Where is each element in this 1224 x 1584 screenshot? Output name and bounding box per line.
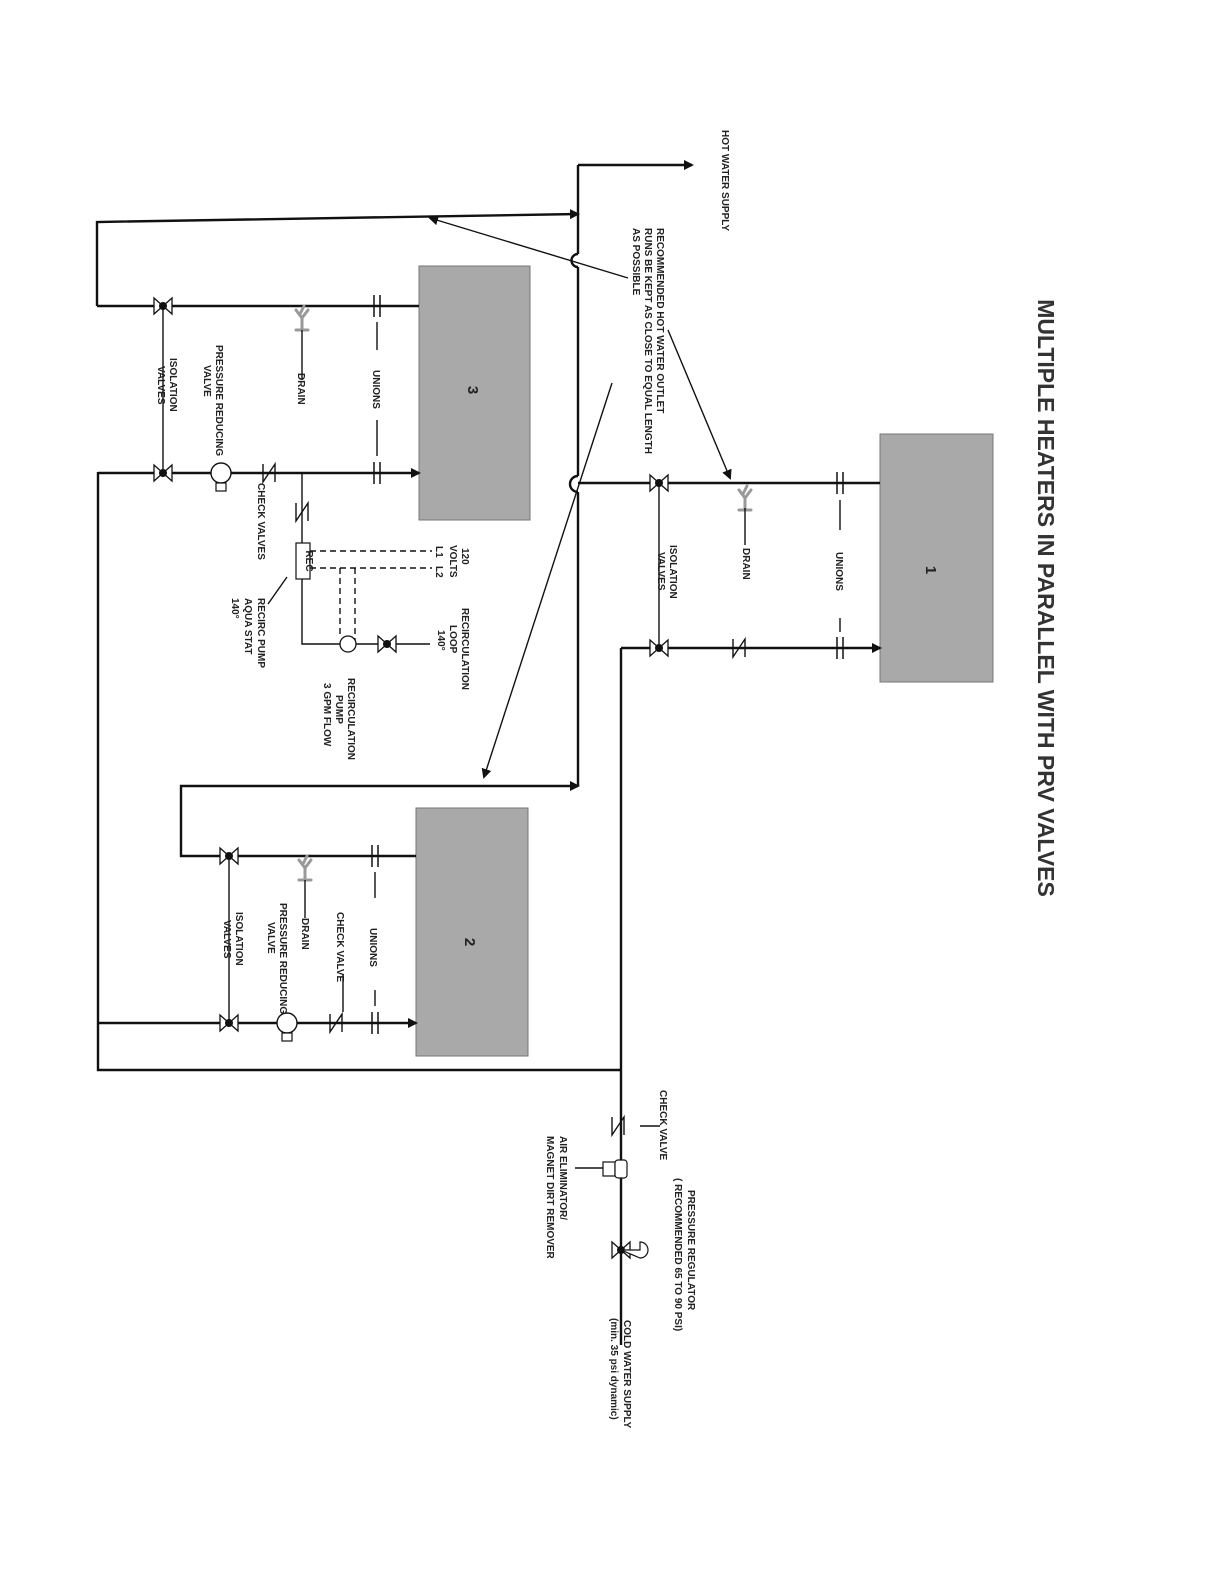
prv-h3 [210, 462, 232, 492]
label-recirc-pump-1: RECIRCULATION [345, 678, 356, 760]
svg-text:2: 2 [461, 938, 478, 946]
label-check-valves-h3: CHECK VALVES [255, 483, 266, 560]
label-recirc-loop-1: RECIRCULATION [459, 608, 470, 690]
prv-h2 [276, 1012, 298, 1042]
label-aquastat-2: AQUA STAT [242, 598, 253, 654]
label-drain-h1: DRAIN [740, 548, 751, 580]
label-isolation-h1: ISOLATION [667, 545, 678, 599]
aquastat-leader [267, 576, 288, 605]
label-valves-h3: VALVES [155, 366, 166, 405]
label-cold-water-1: COLD WATER SUPPLY [621, 1320, 632, 1429]
label-unions-h2: UNIONS [367, 928, 378, 967]
svg-text:HOT WATER SUPPLY: HOT WATER SUPPLY [719, 130, 730, 231]
label-aquastat-1: RECIRC PUMP [255, 598, 266, 668]
label-valves-h2: VALVES [221, 920, 232, 959]
svg-text:RUNS BE KEPT AS CLOSE TO EQUAL: RUNS BE KEPT AS CLOSE TO EQUAL LENGTH [642, 228, 653, 454]
label-recirc-pump-2: PUMP [333, 695, 344, 724]
label-pressure-regulator-2: ( RECOMMENDED 65 TO 90 PSI) [672, 1178, 683, 1331]
label-prv-h2-1: PRESSURE REDUCING [277, 903, 288, 1014]
recommendation-leaders [428, 215, 732, 779]
svg-text:1: 1 [922, 566, 939, 574]
hot-water-header [95, 160, 880, 858]
label-hot-water-supply: HOT WATER SUPPLY [719, 130, 730, 231]
heater-1: 1 [879, 433, 994, 683]
drain-valve-h1 [737, 484, 753, 512]
label-prv-h3-1: PRESSURE REDUCING [213, 345, 224, 456]
label-unions-h1: UNIONS [833, 552, 844, 591]
label-recirc-loop-3: 140° [435, 630, 446, 651]
svg-text:AS POSSIBLE: AS POSSIBLE [630, 228, 641, 296]
svg-text:REC: REC [303, 550, 314, 571]
label-pressure-regulator-1: PRESSURE REGULATOR [685, 1190, 696, 1311]
heater-2: 2 [415, 807, 529, 1057]
label-check-valve-h2: CHECK VALVE [334, 912, 345, 983]
label-isolation-h2: ISOLATION [233, 912, 244, 966]
recirc-pump [339, 635, 357, 653]
label-l1: L1 [433, 546, 444, 558]
label-drain-h3: DRAIN [295, 373, 306, 405]
label-volts: VOLTS [447, 545, 458, 578]
drain-valve-h2 [297, 854, 313, 882]
label-valves-h1: VALVES [655, 552, 666, 591]
label-unions-h3: UNIONS [370, 370, 381, 409]
label-cold-water-2: (min. 35 psi dynamic) [608, 1318, 619, 1420]
pressure-regulator [611, 1241, 649, 1259]
label-isolation-h3: ISOLATION [167, 358, 178, 412]
label-aquastat-3: 140° [229, 598, 240, 619]
label-prv-h3-2: VALVE [201, 365, 212, 397]
isolation-valve-recirc[interactable] [377, 635, 397, 653]
label-recirc-pump-3: 3 GPM FLOW [321, 683, 332, 747]
label-l2: L2 [433, 566, 444, 578]
label-120: 120 [459, 548, 470, 565]
svg-text:MULTIPLE HEATERS IN PARALLEL W: MULTIPLE HEATERS IN PARALLEL WITH PRV VA… [1033, 299, 1059, 897]
label-check-valve-cold: CHECK VALVE [657, 1090, 668, 1161]
label-air-eliminator-1: AIR ELIMINATOR/ [557, 1136, 568, 1220]
label-recirc-loop-2: LOOP [447, 625, 458, 654]
diagram-title: MULTIPLE HEATERS IN PARALLEL WITH PRV VA… [1033, 299, 1059, 897]
air-eliminator [602, 1159, 628, 1179]
heater-3: 3 [418, 265, 531, 521]
label-air-eliminator-2: MAGNET DIRT REMOVER [544, 1136, 555, 1260]
rec-control-box: REC [295, 542, 314, 580]
label-drain-h2: DRAIN [299, 918, 310, 950]
svg-text:3: 3 [464, 386, 481, 394]
label-recommended: RECOMMENDED HOT WATER OUTLET RUNS BE KEP… [630, 228, 665, 454]
svg-text:RECOMMENDED HOT WATER OUTLET: RECOMMENDED HOT WATER OUTLET [654, 228, 665, 413]
drain-valve-h3 [294, 304, 310, 332]
label-prv-h2-2: VALVE [265, 922, 276, 954]
